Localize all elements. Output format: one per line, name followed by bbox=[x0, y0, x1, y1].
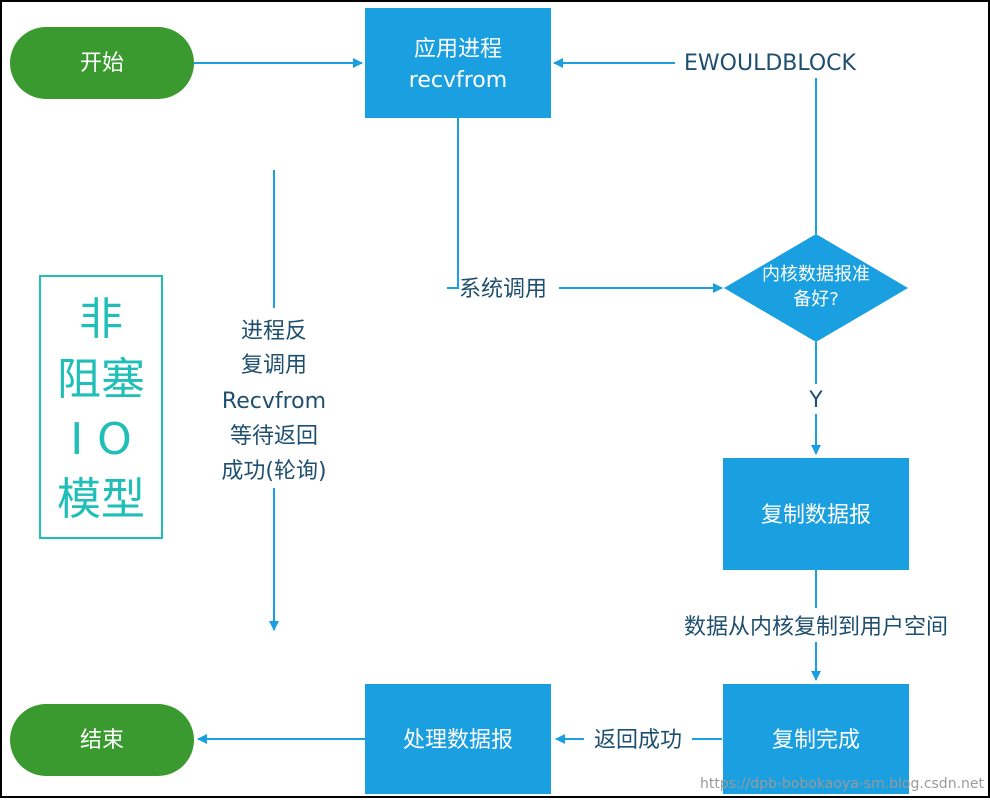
title-box bbox=[39, 275, 163, 539]
start-node bbox=[10, 27, 194, 99]
copy-done-node bbox=[723, 684, 909, 794]
title-line2: 阻塞 bbox=[57, 354, 145, 405]
watermark: https://dpb-bobokaoya-sm.blog.csdn.net bbox=[700, 776, 984, 792]
polling-label-line1: 进程反 bbox=[241, 319, 307, 344]
app-process-node bbox=[365, 8, 551, 118]
app-process-label-line2: recvfrom bbox=[409, 68, 507, 93]
polling-label-line4: 等待返回 bbox=[230, 424, 318, 449]
title-line3: I O bbox=[70, 414, 132, 465]
syscall-label: 系统调用 bbox=[459, 277, 547, 302]
app-process-label-line1: 应用进程 bbox=[414, 37, 502, 62]
process-datagram-label: 处理数据报 bbox=[403, 728, 513, 753]
copy-datagram-label: 复制数据报 bbox=[761, 503, 871, 528]
title-line1: 非 bbox=[79, 294, 123, 345]
ewouldblock-label: EWOULDBLOCK bbox=[684, 51, 857, 76]
process-datagram-node bbox=[365, 684, 551, 794]
end-node-label: 结束 bbox=[80, 728, 124, 753]
start-node-label: 开始 bbox=[80, 51, 124, 76]
end-node bbox=[10, 704, 194, 776]
polling-label-line2: 复调用 bbox=[241, 353, 307, 378]
polling-label-line5: 成功(轮询) bbox=[221, 459, 326, 484]
copy-datagram-node bbox=[723, 458, 909, 570]
copy-kernel-to-user-label: 数据从内核复制到用户空间 bbox=[684, 615, 948, 640]
return-success-label: 返回成功 bbox=[594, 728, 682, 753]
title-line4: 模型 bbox=[57, 474, 145, 525]
decision-label-line2: 备好? bbox=[793, 289, 839, 310]
edge-app-to-decision bbox=[447, 118, 459, 289]
copy-done-label: 复制完成 bbox=[772, 728, 860, 753]
decision-label-line1: 内核数据报准 bbox=[762, 264, 870, 285]
yes-label: Y bbox=[808, 388, 823, 413]
decision-node bbox=[724, 234, 908, 342]
polling-label-line3: Recvfrom bbox=[222, 389, 326, 414]
